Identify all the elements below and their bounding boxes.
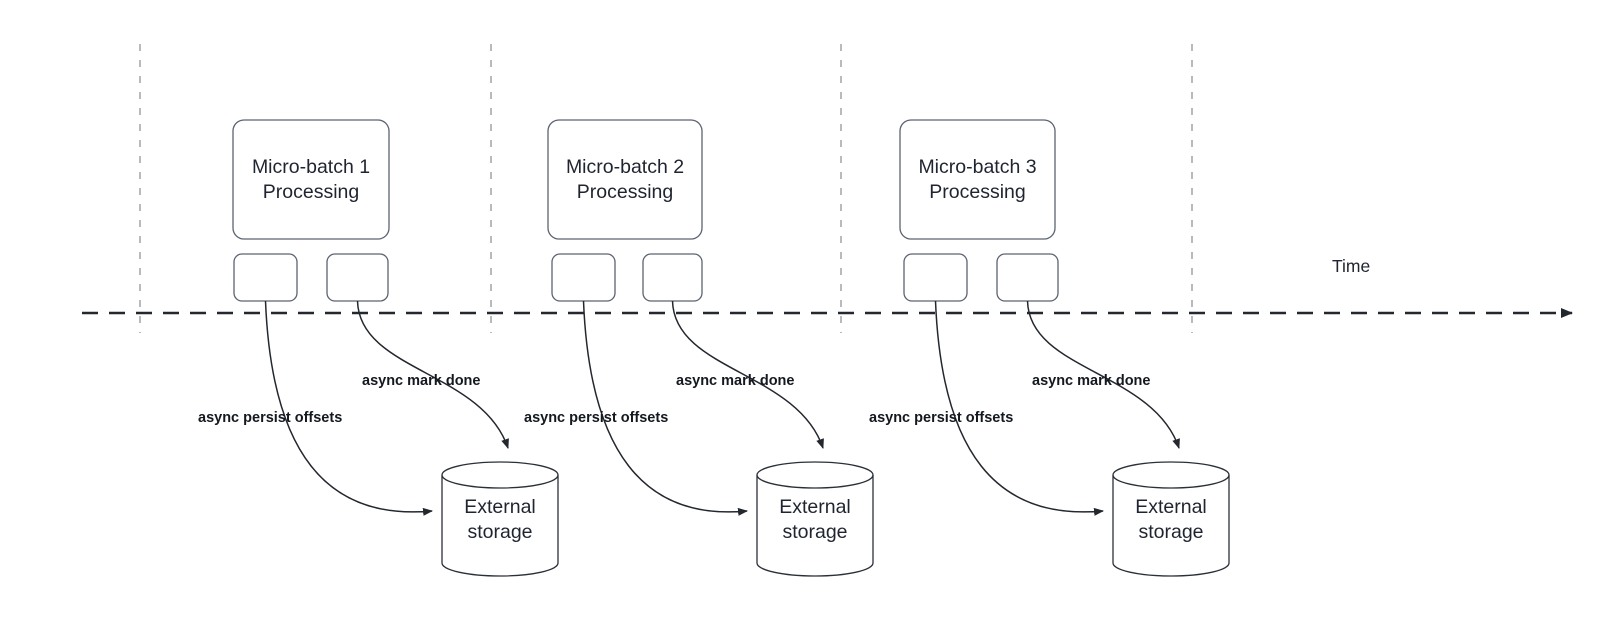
mark-done-task-1[interactable] xyxy=(326,253,389,302)
external-storage-top-3 xyxy=(1112,474,1230,489)
external-storage-top-2 xyxy=(756,474,874,489)
async-persist-offsets-arrow-3 xyxy=(934,300,1104,516)
diagram-connectors xyxy=(264,300,1180,516)
time-axis-label: Time xyxy=(1332,256,1371,276)
external-storage-body-2[interactable] xyxy=(756,461,874,577)
external-storage-top-1 xyxy=(441,474,559,489)
offset-commit-task-1[interactable] xyxy=(233,253,298,302)
async-mark-done-arrow-2 xyxy=(671,300,824,449)
async-persist-offsets-label-1: async persist offsets xyxy=(198,410,343,426)
async-mark-done-label-3: async mark done xyxy=(1032,373,1151,389)
mark-done-task-2[interactable] xyxy=(642,253,703,302)
mark-done-task-3[interactable] xyxy=(996,253,1059,302)
async-mark-done-arrow-1 xyxy=(356,300,509,449)
offset-commit-task-3[interactable] xyxy=(903,253,968,302)
async-persist-offsets-label-2: async persist offsets xyxy=(524,410,669,426)
async-persist-offsets-arrow-2 xyxy=(582,300,748,516)
async-mark-done-arrow-3 xyxy=(1026,300,1180,449)
async-persist-offsets-label-3: async persist offsets xyxy=(869,410,1014,426)
diagram-shapes xyxy=(232,119,1230,577)
external-storage-body-1[interactable] xyxy=(441,461,559,577)
micro-batch-box-3[interactable] xyxy=(899,119,1056,240)
micro-batch-box-2[interactable] xyxy=(547,119,703,240)
async-persist-offsets-arrow-1 xyxy=(264,300,433,516)
micro-batch-box-1[interactable] xyxy=(232,119,390,240)
offset-commit-task-2[interactable] xyxy=(551,253,616,302)
external-storage-body-3[interactable] xyxy=(1112,461,1230,577)
async-mark-done-label-2: async mark done xyxy=(676,373,795,389)
async-mark-done-label-1: async mark done xyxy=(362,373,481,389)
timeline-tick-lines xyxy=(139,44,1193,333)
